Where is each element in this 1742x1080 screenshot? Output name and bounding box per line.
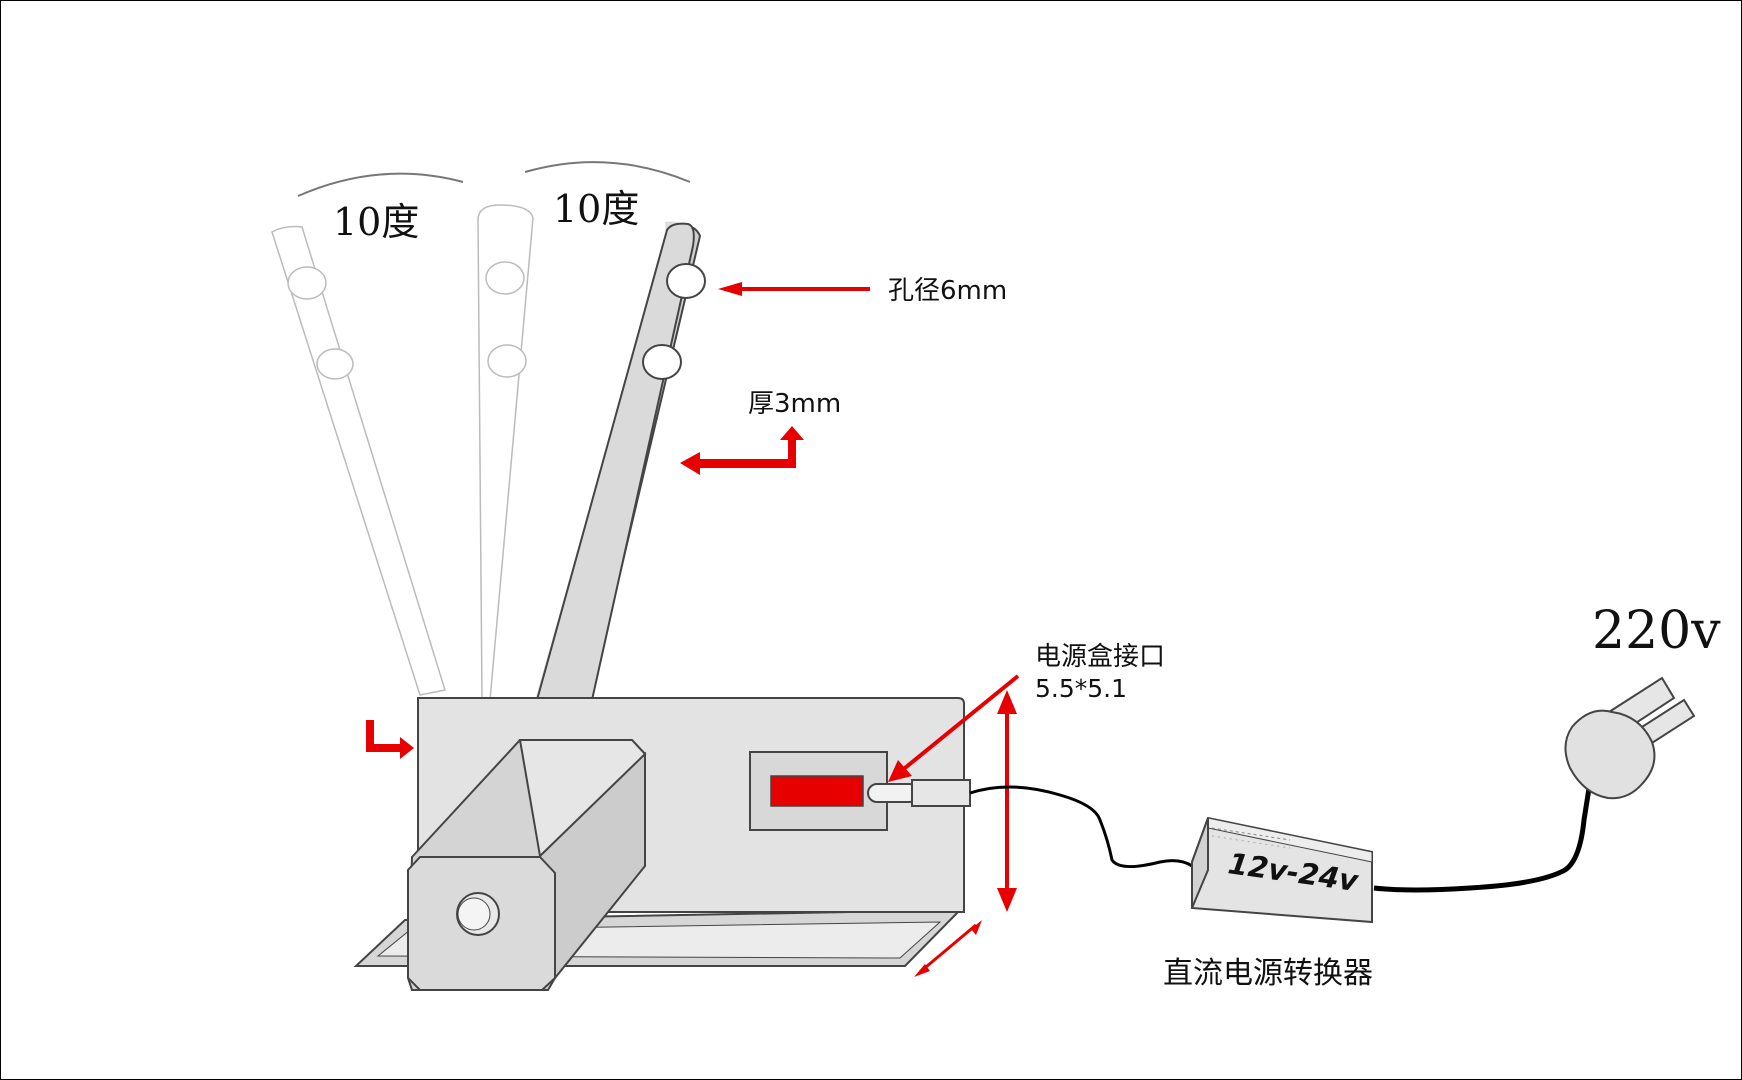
hole-diameter-arrow xyxy=(718,282,870,296)
mains-voltage-label: 220v xyxy=(1592,601,1721,661)
power-port-pointer xyxy=(888,674,1020,782)
arm-hole-upper xyxy=(666,263,706,299)
power-port-title: 电源盒接口 xyxy=(1035,642,1165,672)
dc-cable xyxy=(969,785,1193,868)
thickness-label: 厚3mm xyxy=(748,389,841,419)
mains-cable xyxy=(1373,781,1593,893)
arm-ghost-center xyxy=(477,204,534,701)
base-edge-arrow xyxy=(366,720,414,759)
depth-arrow xyxy=(914,920,982,977)
angle-label-right: 10度 xyxy=(553,187,639,231)
motor xyxy=(406,739,647,991)
arm-ghost-left xyxy=(271,225,446,696)
angle-label-left: 10度 xyxy=(333,200,419,244)
thickness-arrow xyxy=(680,426,804,475)
arm-hole-lower xyxy=(642,344,682,380)
display-window xyxy=(770,775,864,807)
dc-power-jack xyxy=(867,779,971,807)
angle-arc-left xyxy=(297,172,464,197)
dc-converter xyxy=(1191,816,1373,924)
power-port-size: 5.5*5.1 xyxy=(1035,674,1127,703)
wall-plug xyxy=(1564,676,1696,800)
converter-name-label: 直流电源转换器 xyxy=(1163,956,1373,991)
hole-diameter-label: 孔径6mm xyxy=(888,276,1007,306)
display-panel xyxy=(749,751,888,831)
height-arrow xyxy=(997,690,1017,912)
swing-arm xyxy=(535,221,706,701)
angle-arc-right xyxy=(524,161,691,183)
